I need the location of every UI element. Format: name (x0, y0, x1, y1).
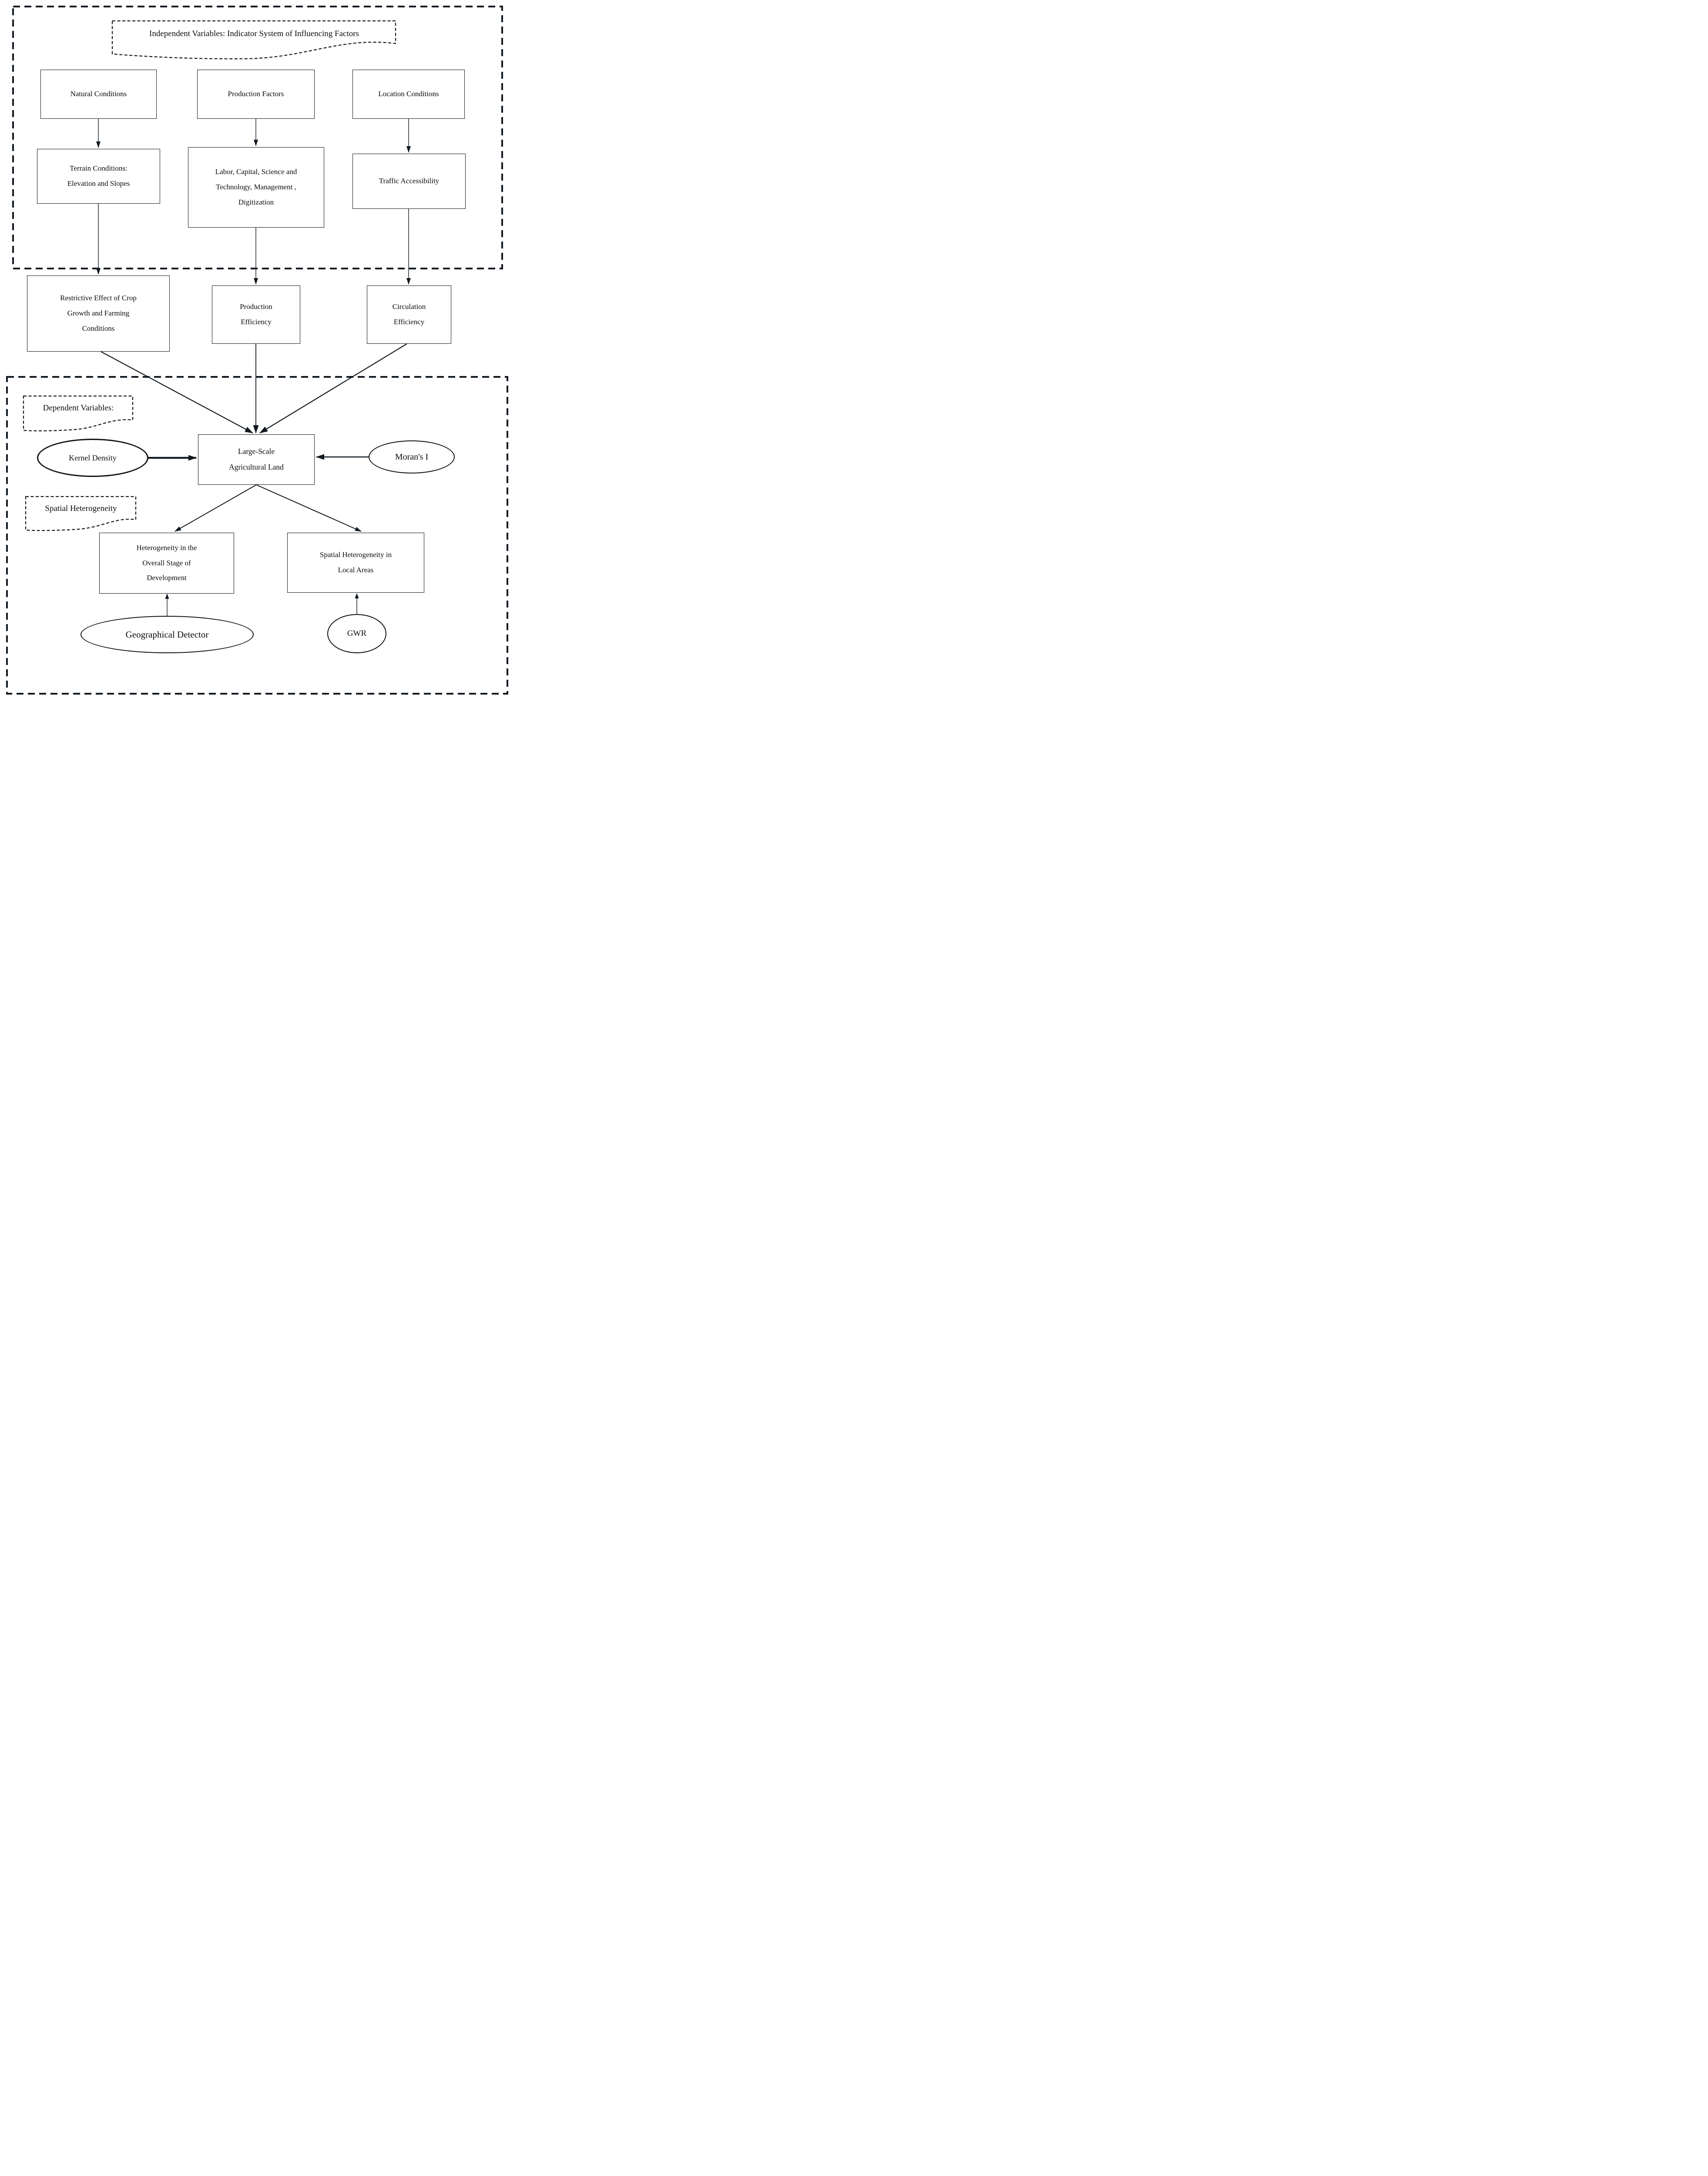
ellipse-morans-i: Moran's I (369, 440, 455, 473)
node-terrain-conditions: Terrain Conditions: Elevation and Slopes (37, 149, 160, 204)
dependent-section-border (6, 376, 508, 695)
arrow-largescale-to-overall-heterogeneity (174, 484, 257, 532)
independent-title-flag (111, 20, 396, 60)
node-natural-conditions: Natural Conditions (40, 70, 157, 119)
ellipse-kernel-density: Kernel Density (37, 439, 148, 477)
node-large-scale-agricultural-land: Large-Scale Agricultural Land (198, 434, 315, 485)
spatial-heterogeneity-label: Spatial Heterogeneity (45, 504, 117, 513)
node-labor-capital: Labor, Capital, Science and Technology, … (188, 147, 324, 228)
dependent-variables-label: Dependent Variables: (43, 403, 114, 413)
node-spatial-heterogeneity-local: Spatial Heterogeneity in Local Areas (287, 533, 424, 593)
node-restrictive-effect: Restrictive Effect of Crop Growth and Fa… (27, 275, 170, 352)
arrow-restrictive-to-largescale (101, 351, 253, 433)
dependent-variables-flag (23, 395, 134, 432)
diagram-canvas: Independent Variables: Indicator System … (0, 0, 513, 698)
node-location-conditions: Location Conditions (352, 70, 465, 119)
connector-layer (6, 6, 508, 695)
spatial-heterogeneity-flag (25, 496, 137, 531)
node-production-efficiency: Production Efficiency (212, 285, 300, 344)
arrow-largescale-to-local-heterogeneity (256, 484, 362, 532)
ellipse-geographical-detector: Geographical Detector (81, 616, 254, 653)
node-circulation-efficiency: Circulation Efficiency (367, 285, 451, 344)
ellipse-gwr: GWR (327, 614, 386, 653)
independent-section-title: Independent Variables: Indicator System … (149, 29, 359, 38)
node-heterogeneity-overall: Heterogeneity in the Overall Stage of De… (99, 533, 234, 594)
independent-section-border (12, 6, 503, 269)
node-production-factors: Production Factors (197, 70, 315, 119)
node-traffic-accessibility: Traffic Accessibility (352, 154, 466, 209)
arrow-circulation-efficiency-to-largescale (259, 343, 407, 433)
